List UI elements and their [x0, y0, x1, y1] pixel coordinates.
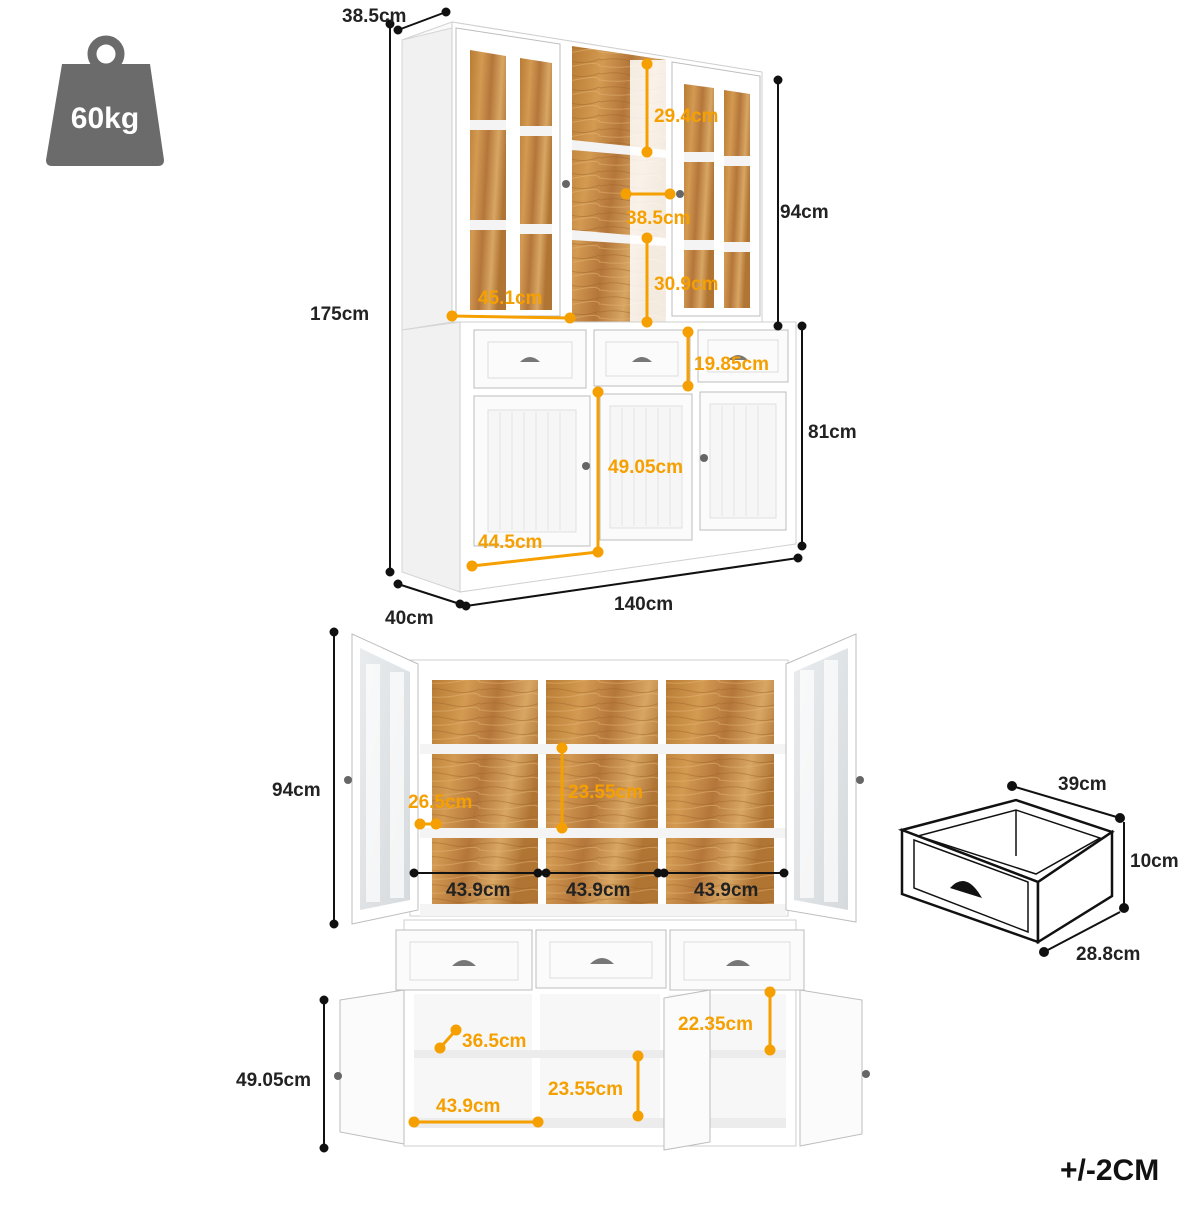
open-drawers — [395, 929, 805, 991]
closed-cabinet-doors — [473, 391, 787, 547]
open-left-glass-door — [344, 633, 419, 925]
cabinet-interior — [414, 994, 786, 1128]
right-shelf-height-label: 22.35cm — [678, 1014, 753, 1035]
total-height-label: 175cm — [310, 304, 369, 325]
drawer-detail: 39cm 10cm 28.8cm — [897, 774, 1179, 965]
top-depth-label: 38.5cm — [342, 6, 406, 27]
open-right-glass-door — [785, 633, 864, 923]
closed-orange-dimensions — [446, 58, 694, 572]
closed-cabinet-view: 38.5cm 175cm 94cm 81cm 40cm 140cm 29.4cm… — [310, 6, 857, 629]
open-cabinet-height-label: 49.05cm — [236, 1070, 311, 1091]
cabinet-door-width-label: 44.5cm — [478, 532, 542, 553]
tolerance-label: +/-2CM — [1060, 1154, 1159, 1187]
compartment-width-label-1: 43.9cm — [446, 880, 510, 901]
hutch-compartments — [420, 666, 786, 916]
weight-icon — [46, 35, 164, 166]
cabinet-door-height-label: 49.05cm — [608, 457, 683, 478]
base-side-panel — [401, 321, 461, 593]
base-depth-label: 40cm — [385, 608, 434, 629]
open-cabinet-view: 94cm 43.9cm 43.9cm 43.9cm 49.05cm 26.5cm… — [236, 627, 870, 1153]
lower-middle-shelf-height-label: 23.55cm — [548, 1079, 623, 1100]
hutch-height-label: 94cm — [780, 202, 829, 223]
compartment-width-label-2: 43.9cm — [566, 880, 630, 901]
drawer-height-label: 10cm — [1130, 851, 1179, 872]
drawer-width-label: 39cm — [1058, 774, 1107, 795]
closed-drawers — [473, 329, 789, 389]
left-shelf-width-label: 43.9cm — [436, 1096, 500, 1117]
left-shelf-depth-label: 36.5cm — [462, 1031, 526, 1052]
closed-dimension-lines — [385, 7, 807, 611]
weight-badge: 60kg — [46, 35, 164, 166]
open-orange-dimensions — [408, 742, 776, 1128]
open-cabinet-doors — [334, 989, 870, 1151]
left-glass-door — [455, 27, 570, 317]
right-glass-door — [671, 61, 761, 317]
hutch-side-panel — [401, 21, 453, 331]
compartment-width-label-3: 43.9cm — [694, 880, 758, 901]
glass-door-width-label: 45.1cm — [478, 288, 542, 309]
upper-shelf-height-label: 29.4cm — [654, 106, 718, 127]
open-hutch-height-label: 94cm — [272, 780, 321, 801]
drawer-height-label: 19.85cm — [694, 354, 769, 375]
drawer-depth-label: 28.8cm — [1076, 944, 1140, 965]
lower-shelf-height-label: 30.9cm — [654, 274, 718, 295]
open-dimension-lines — [319, 627, 789, 1153]
side-shelf-height-label: 26.5cm — [408, 792, 472, 813]
drawer-handle-icon — [950, 880, 982, 898]
shelf-depth-label: 38.5cm — [626, 208, 690, 229]
middle-shelf-height-label: 23.55cm — [568, 782, 643, 803]
total-width-label: 140cm — [614, 594, 673, 615]
weight-label: 60kg — [71, 102, 139, 135]
middle-open-shelves — [572, 46, 666, 322]
base-height-label: 81cm — [808, 422, 857, 443]
